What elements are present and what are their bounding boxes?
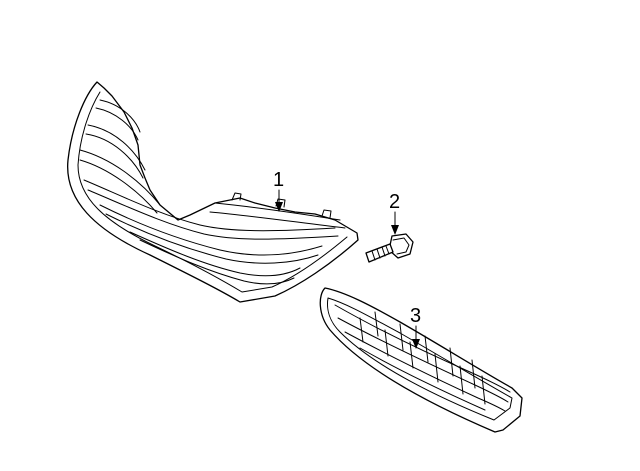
upper-grille-slat xyxy=(99,204,323,264)
lower-grille-outline xyxy=(319,287,523,433)
lower-grille-divider xyxy=(359,317,486,405)
upper-grille-slat xyxy=(85,124,146,179)
upper-grille-slat xyxy=(129,231,301,285)
upper-grille-slat xyxy=(209,202,346,229)
callout-2-label: 2 xyxy=(389,191,400,213)
callout-3: 3 xyxy=(410,305,421,349)
upper-grille xyxy=(67,81,359,303)
upper-grille-outline xyxy=(67,81,359,303)
bolt-head xyxy=(388,233,414,259)
upper-grille-slat xyxy=(79,149,161,214)
lower-grille-slat xyxy=(359,347,486,411)
lower-grille-slat xyxy=(337,317,509,403)
bolt-thread xyxy=(371,245,390,261)
lower-grille-inner-border xyxy=(327,297,513,421)
lower-grille-divider xyxy=(374,311,476,389)
upper-grille-tab xyxy=(321,209,332,219)
upper-grille-inner-border xyxy=(77,91,348,293)
callout-3-arrowhead xyxy=(412,339,420,349)
bolt-head-face xyxy=(392,237,410,255)
callout-3-label: 3 xyxy=(410,305,421,327)
bolt xyxy=(365,233,414,263)
callout-1-label: 1 xyxy=(273,169,284,191)
lower-grille xyxy=(319,287,523,433)
callout-1-arrowhead xyxy=(275,202,283,212)
upper-grille-slat xyxy=(83,179,339,240)
callout-1: 1 xyxy=(273,169,284,212)
upper-grille-tab xyxy=(231,192,242,201)
upper-grille-slat xyxy=(95,99,141,141)
lower-grille-slat xyxy=(334,304,511,393)
callout-2-arrowhead xyxy=(391,225,399,235)
callout-2: 2 xyxy=(389,191,400,235)
lower-grille-slat xyxy=(344,331,506,412)
